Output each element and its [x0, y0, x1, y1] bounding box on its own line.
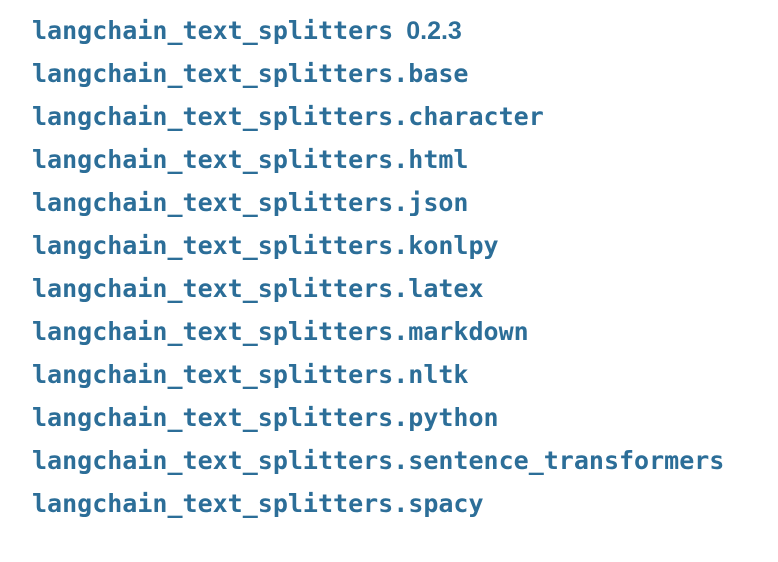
module-link-konlpy[interactable]: langchain_text_splitters.konlpy — [32, 231, 499, 260]
package-name: langchain_text_splitters — [32, 16, 394, 45]
module-link-markdown[interactable]: langchain_text_splitters.markdown — [32, 317, 529, 346]
module-link-nltk[interactable]: langchain_text_splitters.nltk — [32, 360, 469, 389]
module-link-spacy[interactable]: langchain_text_splitters.spacy — [32, 489, 484, 518]
module-link-base[interactable]: langchain_text_splitters.base — [32, 59, 469, 88]
module-link-json[interactable]: langchain_text_splitters.json — [32, 188, 469, 217]
package-version: 0.2.3 — [406, 17, 462, 45]
module-index-page: langchain_text_splitters 0.2.3 langchain_… — [32, 9, 778, 518]
package-title-link[interactable]: langchain_text_splitters 0.2.3 — [32, 9, 778, 52]
module-link-character[interactable]: langchain_text_splitters.character — [32, 102, 544, 131]
module-link-latex[interactable]: langchain_text_splitters.latex — [32, 274, 484, 303]
module-link-sentence-transformers[interactable]: langchain_text_splitters.sentence_transf… — [32, 446, 725, 475]
module-link-html[interactable]: langchain_text_splitters.html — [32, 145, 469, 174]
module-link-python[interactable]: langchain_text_splitters.python — [32, 403, 499, 432]
